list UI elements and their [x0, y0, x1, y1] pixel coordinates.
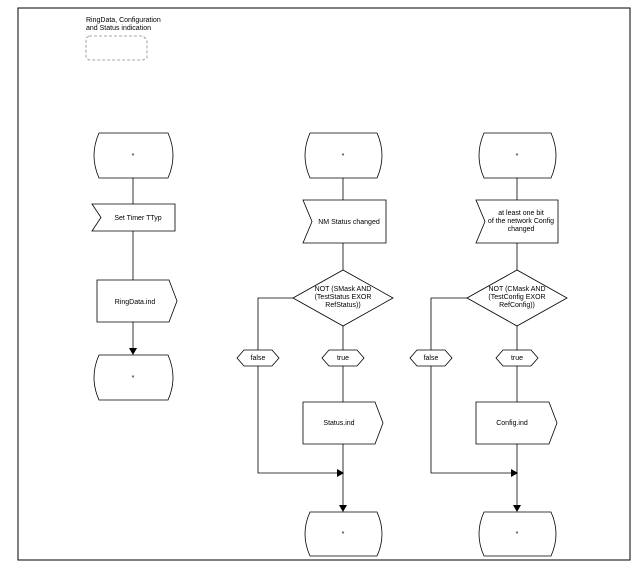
middle-decision-line2: (TestStatus EXOR — [315, 294, 372, 301]
right-decision-line2: (TestConfig EXOR — [488, 294, 545, 301]
right-end-state — [478, 511, 557, 557]
right-start-state-label: * — [516, 153, 519, 160]
right-flow: * at least one bit of the network Config… — [409, 132, 568, 557]
right-true-label: true — [511, 355, 523, 362]
right-input-signal-line1: at least one bit — [498, 210, 544, 217]
right-input-signal-line2: of the network Config — [488, 218, 554, 225]
diagram-title-line1: RingData, Configuration — [86, 17, 161, 24]
middle-false-label: false — [251, 355, 266, 362]
right-decision-line3: RefConfig)) — [499, 302, 535, 309]
left-input-signal — [91, 203, 176, 232]
middle-input-signal-label: NM Status changed — [318, 219, 380, 226]
middle-decision-line1: NOT (SMask AND — [315, 286, 372, 293]
left-flow: * Set Timer TTyp RingData.ind * — [91, 132, 178, 401]
middle-false-label-box — [236, 349, 280, 367]
arrow-head — [511, 469, 518, 477]
title-comment-box — [85, 35, 148, 61]
middle-flow: * NM Status changed NOT (SMask AND (Test… — [236, 132, 394, 557]
left-output-signal — [96, 279, 178, 323]
middle-end-state-label: * — [342, 531, 345, 538]
middle-true-label-box — [321, 349, 365, 367]
right-end-state-label: * — [516, 531, 519, 538]
left-start-state-label: * — [132, 153, 135, 160]
arrow-head — [513, 505, 521, 512]
left-end-state — [93, 354, 174, 401]
middle-output-signal-label: Status.ind — [323, 420, 354, 427]
right-input-signal-line3: changed — [508, 226, 535, 233]
false-branch-line — [430, 297, 511, 474]
left-start-state — [93, 132, 174, 179]
right-input-signal — [475, 199, 559, 244]
right-decision-line1: NOT (CMask AND — [488, 286, 545, 293]
middle-input-signal — [302, 199, 387, 244]
middle-true-label: true — [337, 355, 349, 362]
right-decision — [466, 269, 568, 327]
right-start-state — [478, 132, 557, 179]
middle-decision — [292, 269, 394, 327]
middle-output-signal — [302, 401, 384, 445]
left-output-signal-label: RingData.ind — [115, 299, 156, 306]
left-input-signal-label: Set Timer TTyp — [114, 215, 161, 222]
middle-start-state-label: * — [342, 153, 345, 160]
right-true-label-box — [495, 349, 539, 367]
middle-end-state — [304, 511, 383, 557]
arrow-head — [339, 505, 347, 512]
arrow-head — [129, 348, 137, 355]
left-end-state-label: * — [132, 375, 135, 382]
right-false-label: false — [424, 355, 439, 362]
middle-decision-line3: RefStatus)) — [325, 302, 360, 309]
right-output-signal — [475, 401, 558, 445]
right-false-label-box — [409, 349, 453, 367]
arrow-head — [337, 469, 344, 477]
diagram-title-line2: and Status indication — [86, 25, 151, 32]
right-output-signal-label: Config.ind — [496, 420, 528, 427]
false-branch-line — [257, 297, 337, 474]
middle-start-state — [304, 132, 383, 179]
diagram-frame — [17, 7, 631, 561]
